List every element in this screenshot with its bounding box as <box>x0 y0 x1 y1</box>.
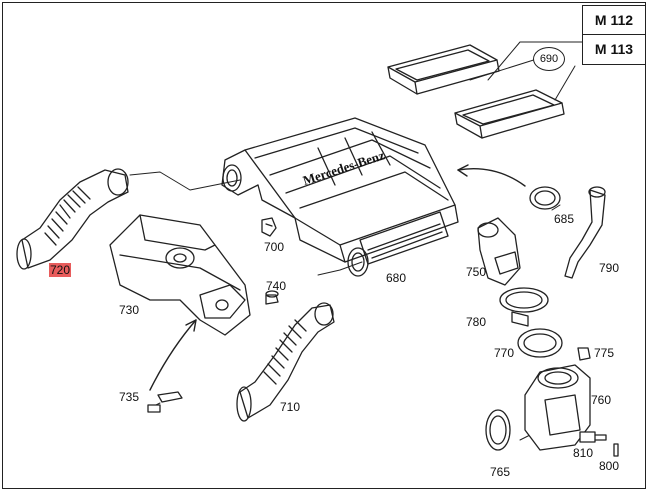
grommet-740 <box>265 290 279 305</box>
hose-clamp-780 <box>499 287 549 327</box>
callout-circle-690[interactable]: 690 <box>533 47 565 71</box>
intake-hose-710 <box>236 302 335 422</box>
clip-775 <box>577 347 591 361</box>
sealing-ring-765 <box>485 409 511 451</box>
air-filter-element-lower <box>454 89 565 139</box>
part-label-700[interactable]: 700 <box>264 240 285 254</box>
air-filter-element-upper <box>387 44 500 95</box>
lower-housing-730 <box>109 214 251 336</box>
part-label-685[interactable]: 685 <box>554 212 575 226</box>
pin-800 <box>613 443 619 457</box>
air-mass-sensor-750 <box>477 217 521 286</box>
part-label-735[interactable]: 735 <box>119 390 140 404</box>
part-label-720[interactable]: 720 <box>49 263 72 277</box>
model-m113: M 113 <box>594 41 634 57</box>
model-table: M 112 M 113 <box>582 5 646 65</box>
part-label-740[interactable]: 740 <box>266 279 287 293</box>
part-label-760[interactable]: 760 <box>591 393 612 407</box>
sealing-ring-770 <box>517 328 563 358</box>
breather-hose-790 <box>564 186 606 279</box>
seal-ring-685 <box>529 186 561 210</box>
part-label-800[interactable]: 800 <box>599 459 620 473</box>
part-label-765[interactable]: 765 <box>490 465 511 479</box>
leader-lines <box>129 41 583 441</box>
part-label-710[interactable]: 710 <box>280 400 301 414</box>
direction-arrows <box>149 164 526 391</box>
part-label-750[interactable]: 750 <box>466 265 487 279</box>
fasteners-735 <box>147 391 183 413</box>
part-label-810[interactable]: 810 <box>573 446 594 460</box>
throttle-housing-760 <box>524 364 591 451</box>
part-label-680[interactable]: 680 <box>386 271 407 285</box>
part-label-790[interactable]: 790 <box>599 261 620 275</box>
model-m112: M 112 <box>583 6 645 35</box>
clip-700 <box>261 217 277 237</box>
intake-hose-720 <box>16 168 129 270</box>
air-filter-housing <box>221 117 459 277</box>
part-label-775[interactable]: 775 <box>594 346 615 360</box>
part-label-780[interactable]: 780 <box>466 315 487 329</box>
screw-810 <box>579 431 607 443</box>
part-label-730[interactable]: 730 <box>119 303 140 317</box>
part-label-770[interactable]: 770 <box>494 346 515 360</box>
diagram-frame <box>2 2 646 489</box>
